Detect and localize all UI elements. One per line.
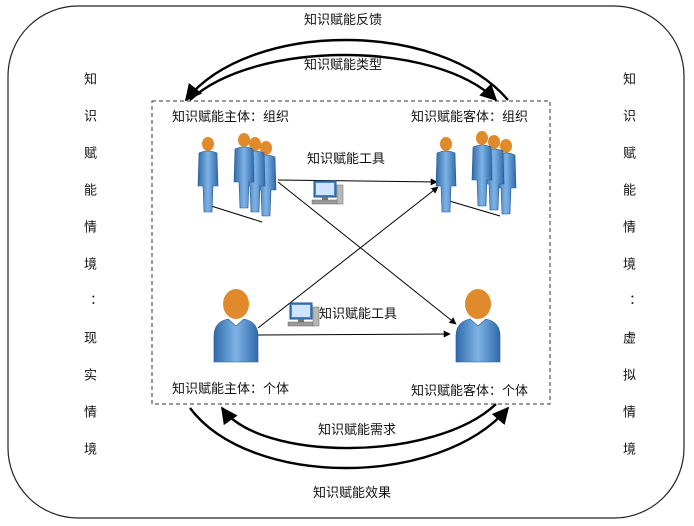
top-inner-arrow (189, 53, 498, 102)
inner-dashed-frame (151, 100, 551, 405)
person-icon (213, 288, 259, 363)
people-group-icon (197, 132, 277, 223)
tool-label-top: 知识赋能工具 (307, 152, 386, 167)
outer-frame (7, 5, 685, 519)
people-group-icon (435, 130, 517, 217)
arrow-individual-to-org (257, 186, 439, 329)
subject-org-label: 知识赋能主体：组织 (172, 110, 290, 125)
computer-icon (287, 302, 320, 327)
bottom-inner-arrow-label: 知识赋能需求 (318, 423, 397, 438)
bottom-inner-arrow (221, 403, 497, 450)
arrow-org-to-individual (277, 181, 457, 325)
top-outer-arrow-label: 知识赋能反馈 (304, 13, 383, 28)
left-context-label: 知识赋能情境：现实情境 (81, 72, 96, 479)
top-outer-arrow (184, 38, 509, 102)
object-individual-label: 知识赋能客体：个体 (411, 384, 529, 399)
bottom-outer-arrow (189, 406, 510, 470)
subject-individual-label: 知识赋能主体：个体 (172, 382, 290, 397)
arrow-org-to-org (277, 178, 438, 186)
object-org-label: 知识赋能客体：组织 (411, 110, 529, 125)
arrow-individual-to-individual (257, 330, 451, 338)
bottom-outer-arrow-label: 知识赋能效果 (313, 486, 392, 501)
right-context-label: 知识赋能情境：虚拟情境 (620, 72, 635, 479)
computer-icon (311, 180, 344, 205)
person-icon (455, 288, 501, 363)
tool-label-middle: 知识赋能工具 (319, 307, 398, 322)
top-inner-arrow-label: 知识赋能类型 (304, 58, 383, 73)
